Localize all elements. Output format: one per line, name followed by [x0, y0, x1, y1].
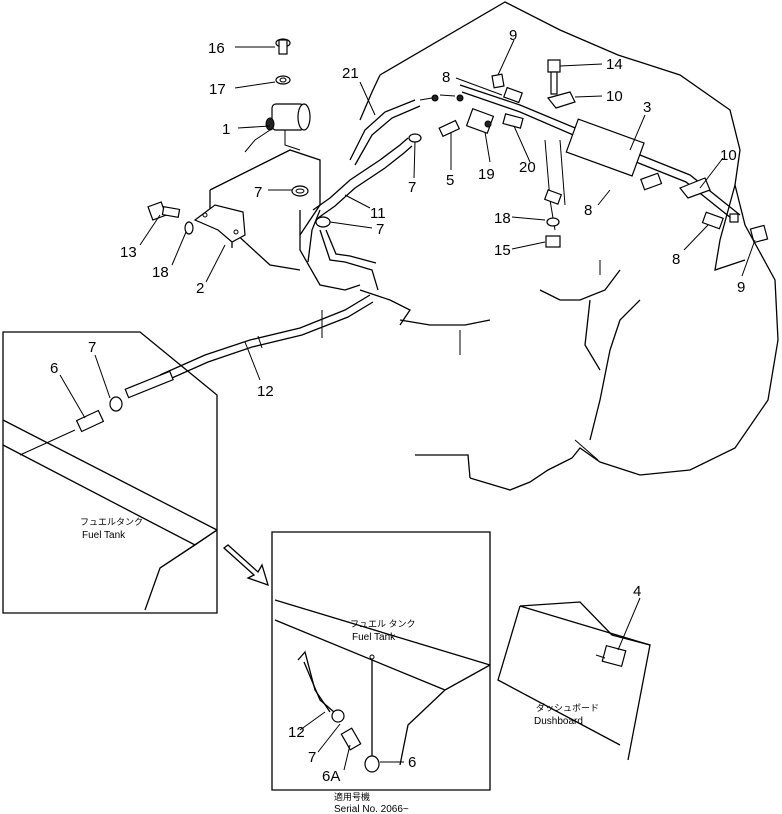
clamp-7-upper	[291, 185, 309, 197]
callout-17: 17	[209, 81, 226, 98]
dashboard-box	[497, 601, 651, 761]
engine-body-outline	[299, 1, 779, 491]
dashboard-label-en: Dushboard	[534, 716, 583, 727]
fuel-tank-label-jp: フュエル タンク	[350, 619, 416, 629]
callout-11: 11	[370, 205, 386, 222]
callout-18: 18	[494, 210, 511, 227]
fuel-tank-label-en: Fuel Tank	[82, 530, 126, 541]
callout-12: 12	[288, 724, 305, 741]
wire-harness-3	[459, 84, 741, 231]
callout-7: 7	[254, 184, 262, 201]
callouts: 16 17 1 7 13 18 2 21 11 7 7 5 19 8 9 14 …	[50, 27, 745, 785]
callout-15: 15	[494, 242, 511, 259]
callout-7: 7	[408, 179, 416, 196]
callout-7: 7	[308, 749, 316, 766]
hose-11	[312, 133, 422, 291]
text-labels: フュエルタンク Fuel Tank フュエル タンク Fuel Tank ダッシ…	[80, 517, 599, 814]
callout-21: 21	[342, 65, 359, 82]
callout-9: 9	[509, 27, 517, 44]
bolt-13-washer-18	[147, 201, 194, 235]
callout-7: 7	[88, 339, 96, 356]
callout-1: 1	[222, 121, 230, 138]
fuel-sensor-parts	[438, 59, 769, 248]
serial-label-en: Serial No. 2066~	[334, 804, 409, 814]
callout-8: 8	[584, 202, 592, 219]
harness-21	[349, 94, 464, 166]
fuel-hose-12	[159, 294, 374, 383]
callout-8: 8	[672, 251, 680, 268]
arrow-icon	[222, 544, 269, 587]
dashboard-label-jp: ダッシュボード	[536, 702, 599, 713]
callout-5: 5	[446, 172, 454, 189]
callout-9: 9	[737, 279, 745, 296]
callout-6A: 6A	[322, 768, 340, 785]
callout-4: 4	[633, 583, 641, 600]
callout-18: 18	[152, 264, 169, 281]
callout-10: 10	[606, 88, 623, 105]
leader-lines	[59, 39, 756, 771]
fuel-tank-label-en: Fuel Tank	[352, 632, 396, 643]
callout-8: 8	[442, 69, 450, 86]
relay-assembly	[193, 38, 321, 271]
serial-label-jp: 適用号機	[334, 791, 370, 802]
callout-2: 2	[196, 280, 204, 297]
callout-10: 10	[720, 147, 737, 164]
callout-7: 7	[376, 221, 384, 238]
callout-16: 16	[208, 40, 225, 57]
callout-6: 6	[408, 754, 416, 771]
callout-3: 3	[643, 99, 651, 116]
fuel-tank-box-center	[271, 531, 491, 791]
clamp-7-middle	[315, 216, 331, 228]
fuel-tank-box-left	[2, 331, 218, 614]
callout-20: 20	[519, 159, 536, 176]
callout-14: 14	[606, 56, 623, 73]
callout-6: 6	[50, 360, 58, 377]
fuel-tank-label-jp: フュエルタンク	[80, 517, 143, 527]
callout-13: 13	[120, 244, 137, 261]
callout-19: 19	[478, 166, 495, 183]
callout-12: 12	[257, 383, 274, 400]
